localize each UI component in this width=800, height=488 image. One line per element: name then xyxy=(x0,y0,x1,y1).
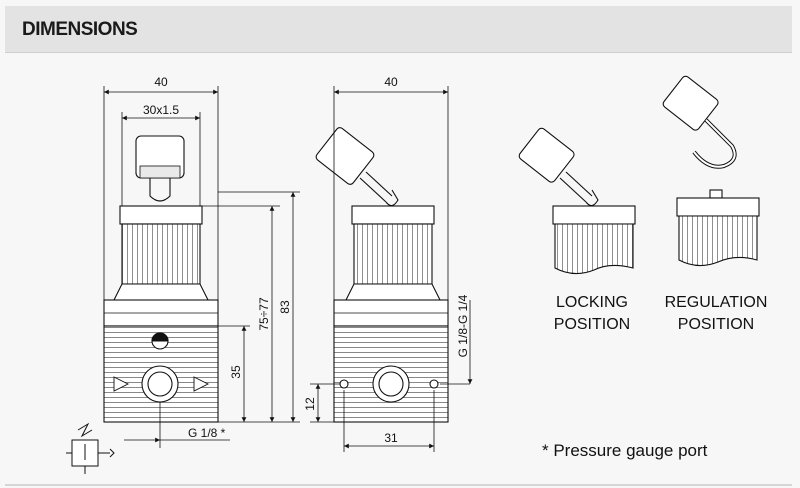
dim-side-width: 40 xyxy=(384,75,398,89)
dim-side-base-width: 31 xyxy=(384,431,398,445)
side-knob xyxy=(353,223,433,285)
dim-gauge-port: G 1/8 * xyxy=(188,426,226,440)
locking-caption-line2: POSITION xyxy=(554,316,630,333)
bottom-divider xyxy=(5,484,792,486)
section-header: DIMENSIONS xyxy=(5,6,792,53)
locking-position-view xyxy=(518,127,636,275)
locking-caption-line1: LOCKING xyxy=(556,294,628,311)
dim-front-width: 40 xyxy=(154,75,168,89)
side-collar xyxy=(351,205,435,225)
side-mount-hole-right xyxy=(429,379,439,389)
section-title: DIMENSIONS xyxy=(22,19,138,40)
dim-knob-thread: 30x1.5 xyxy=(143,103,179,117)
regulation-caption-line2: POSITION xyxy=(678,316,754,333)
regulation-position-view xyxy=(662,75,760,267)
front-hook xyxy=(149,178,171,202)
dim-side-port-height: 12 xyxy=(303,397,317,411)
side-cap xyxy=(315,127,375,185)
front-view xyxy=(103,135,219,423)
front-dimension-lines xyxy=(103,86,300,448)
front-knob xyxy=(121,223,201,285)
dim-port-height: 35 xyxy=(229,365,243,379)
pneumatic-symbol-icon xyxy=(66,422,115,474)
dim-adjust-range: 75÷77 xyxy=(257,297,271,331)
footnote: * Pressure gauge port xyxy=(542,441,708,460)
dim-side-port-thread: G 1/8-G 1/4 xyxy=(456,294,470,357)
side-view xyxy=(315,127,449,423)
side-mount-hole-left xyxy=(339,379,349,389)
side-dimension-lines xyxy=(310,86,473,452)
dim-overall-height: 83 xyxy=(278,300,292,314)
front-collar xyxy=(119,205,203,225)
regulation-caption-line1: REGULATION xyxy=(665,294,768,311)
